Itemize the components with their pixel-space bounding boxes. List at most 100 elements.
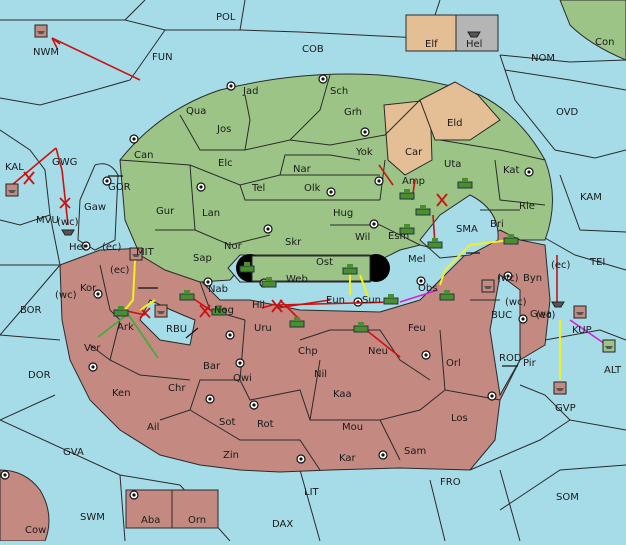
label-gva: GVA (63, 447, 84, 458)
label-lit: LIT (304, 487, 320, 498)
supply-center (326, 187, 336, 197)
label-sot: Sot (219, 417, 235, 428)
bay-buc (489, 274, 521, 397)
tank-icon (289, 317, 305, 328)
move-arrow (61, 169, 69, 226)
ship-icon (481, 279, 495, 293)
army-units (113, 178, 519, 333)
label-tei: TEI (589, 257, 605, 268)
move-arrow (279, 299, 301, 321)
supply-center (0, 470, 10, 480)
supply-center (88, 362, 98, 372)
supply-centers (0, 74, 534, 500)
failed-move-x (436, 193, 448, 207)
label-rod: ROD (499, 353, 522, 364)
supply-center (93, 289, 103, 299)
label-pol: POL (216, 12, 236, 23)
supply-center (226, 81, 236, 91)
ship-icon (61, 229, 75, 236)
region-eld (419, 81, 501, 141)
move-arrow (275, 301, 396, 306)
territory-red (59, 229, 551, 473)
supply-center (318, 74, 328, 84)
ship-icon (5, 183, 19, 197)
strait-connectors (108, 175, 518, 367)
ship-icon (154, 304, 168, 318)
label-elc: Elc (218, 158, 233, 169)
label-grh: Grh (344, 107, 362, 118)
label-mvu: MVU (36, 215, 59, 226)
supply-center (102, 176, 112, 186)
green-support-line (127, 313, 159, 359)
label-eun: Eun (326, 295, 345, 306)
green-support-line (97, 313, 129, 338)
supply-center (518, 314, 528, 324)
label-rie: Rie (519, 201, 535, 212)
ship-icon (573, 305, 587, 319)
label-skr: Skr (285, 237, 302, 248)
tank-icon (439, 290, 455, 301)
failed-move-x (23, 171, 35, 185)
supply-center (203, 277, 213, 287)
label-kup: KUP (572, 325, 592, 336)
region-orn (171, 489, 219, 529)
label-neu: Neu (368, 346, 388, 357)
label-nar: Nar (293, 164, 312, 175)
ship-icon (467, 31, 481, 38)
coast-tag: (wc) (57, 217, 79, 228)
bay-rbu (139, 299, 196, 346)
supply-center (81, 241, 91, 251)
label-jad: Jad (242, 86, 258, 97)
label-ovd: OVD (556, 107, 579, 118)
label-ver: Ver (84, 343, 101, 354)
label-chr: Chr (168, 383, 186, 394)
support-line (439, 244, 471, 286)
supply-center (249, 400, 259, 410)
label-elf: Elf (425, 39, 438, 50)
label-mit: MIT (136, 247, 155, 258)
label-hel: Hel (466, 39, 482, 50)
label-kat: Kat (503, 165, 520, 176)
supply-center (374, 176, 384, 186)
coast-tag: (ec) (110, 265, 130, 276)
label-ail: Ail (147, 422, 159, 433)
ship-icon (553, 381, 567, 395)
label-sch: Sch (330, 86, 348, 97)
tank-icon (399, 224, 415, 235)
label-gur: Gur (156, 206, 175, 217)
label-nor: Nor (224, 241, 243, 252)
supply-center (225, 330, 235, 340)
label-dax: DAX (272, 519, 293, 530)
label-byn: Byn (523, 273, 542, 284)
label-orn: Orn (188, 515, 206, 526)
failed-move-x (59, 197, 71, 209)
label-fun: FUN (152, 52, 173, 63)
label-swm: SWM (80, 512, 105, 523)
coast-tag: (ec) (536, 310, 556, 321)
support-line (139, 299, 156, 311)
tank-icon (353, 322, 369, 333)
tank-icon (179, 290, 195, 301)
label-con: Con (595, 37, 614, 48)
tank-icon (113, 306, 129, 317)
label-uta: Uta (444, 159, 461, 170)
supply-center (129, 490, 139, 500)
coast-labels: (wc) (ec) (ec) (wc) (wc) (wc) (ec) (ec) (55, 217, 571, 321)
ship-icon (129, 247, 143, 261)
label-sam: Sam (404, 446, 426, 457)
tank-icon (415, 205, 431, 216)
label-nab: Nab (208, 284, 228, 295)
label-gaw: Gaw (84, 202, 106, 213)
support-line (124, 259, 136, 311)
label-gor: GOR (108, 182, 131, 193)
internal-borders (89, 74, 546, 471)
label-nwm: NWM (33, 47, 59, 58)
failed-move-x (199, 304, 211, 318)
supply-center (487, 391, 497, 401)
label-bri: Bri (490, 219, 504, 230)
failed-orders (23, 171, 448, 319)
supply-center (360, 127, 370, 137)
label-hil: Hil (252, 300, 265, 311)
label-nil: Nil (314, 369, 327, 380)
ship-icon (34, 24, 48, 38)
